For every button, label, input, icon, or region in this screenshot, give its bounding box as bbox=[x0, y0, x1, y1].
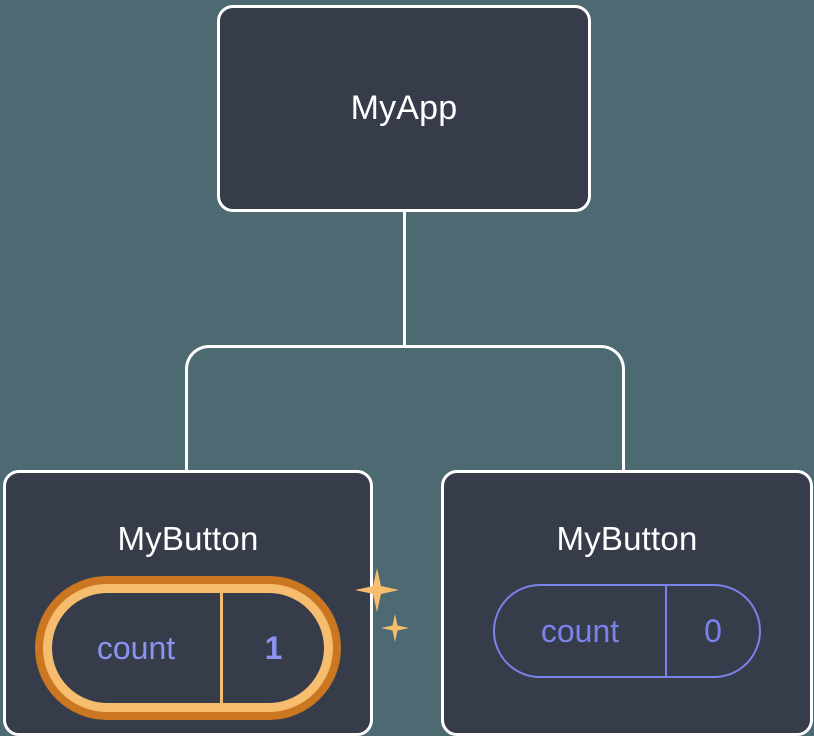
sparkle-large-icon bbox=[355, 568, 399, 612]
sparkle-small-icon bbox=[381, 614, 409, 642]
node-mybutton-left[interactable]: MyButton count 1 bbox=[3, 470, 409, 736]
state-value-left: 1 bbox=[220, 593, 324, 703]
state-pill-wrap-right: count 0 bbox=[493, 584, 761, 678]
state-pill-wrap-left: count 1 bbox=[43, 568, 409, 712]
state-pill-plain[interactable]: count 0 bbox=[493, 584, 761, 678]
node-myapp[interactable]: MyApp bbox=[217, 5, 591, 212]
state-key-right: count bbox=[540, 613, 620, 649]
state-value-right: 0 bbox=[665, 586, 759, 676]
sparkle-group bbox=[335, 566, 409, 646]
node-mybutton-left-title: MyButton bbox=[117, 520, 259, 557]
node-myapp-title: MyApp bbox=[350, 89, 458, 127]
node-mybutton-right-title: MyButton bbox=[556, 520, 698, 557]
state-pill-highlighted[interactable]: count 1 bbox=[43, 584, 333, 712]
node-mybutton-right[interactable]: MyButton count 0 bbox=[441, 470, 813, 736]
connector-branch-bar bbox=[185, 345, 625, 475]
state-key-left: count bbox=[96, 630, 176, 666]
connector-vertical-root bbox=[403, 210, 406, 347]
